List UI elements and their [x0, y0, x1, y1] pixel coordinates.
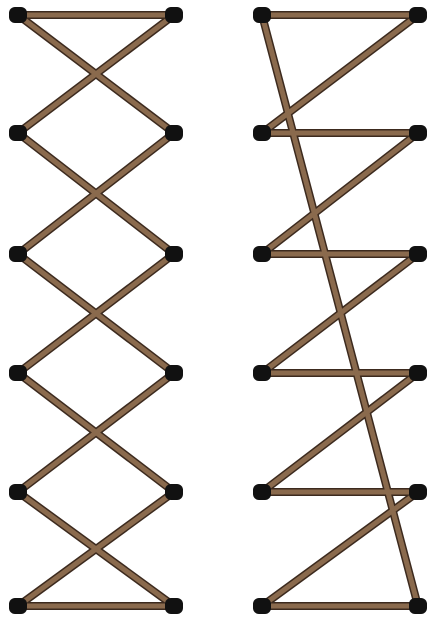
eyelet-left [253, 125, 271, 141]
eyelet-right [165, 598, 183, 614]
eyelet-left [9, 125, 27, 141]
eyelet-left [253, 246, 271, 262]
eyelet-left [9, 598, 27, 614]
eyelet-left [253, 484, 271, 500]
eyelet-right [409, 598, 427, 614]
eyelet-right [409, 484, 427, 500]
eyelet-left [9, 7, 27, 23]
eyelet-right [165, 246, 183, 262]
eyelet-left [253, 7, 271, 23]
eyelet-right [409, 246, 427, 262]
criss-cross-lacing-diagram [9, 7, 183, 614]
eyelet-right [165, 365, 183, 381]
single-helix-lacing-diagram [253, 7, 427, 614]
eyelet-right [165, 484, 183, 500]
eyelet-left [9, 246, 27, 262]
lace-segment [262, 492, 418, 606]
lace-segments [18, 15, 174, 606]
eyelet-right [165, 125, 183, 141]
eyelet-right [409, 365, 427, 381]
eyelet-left [253, 365, 271, 381]
eyelet-left [253, 598, 271, 614]
lace-segment [262, 373, 418, 492]
eyelet-right [165, 7, 183, 23]
eyelet-right [409, 125, 427, 141]
eyelet-right [409, 7, 427, 23]
eyelet-left [9, 365, 27, 381]
lace-segments [262, 15, 418, 606]
lace-segment [262, 15, 418, 133]
lace-segment [262, 133, 418, 254]
lace-segment [262, 254, 418, 373]
eyelet-left [9, 484, 27, 500]
